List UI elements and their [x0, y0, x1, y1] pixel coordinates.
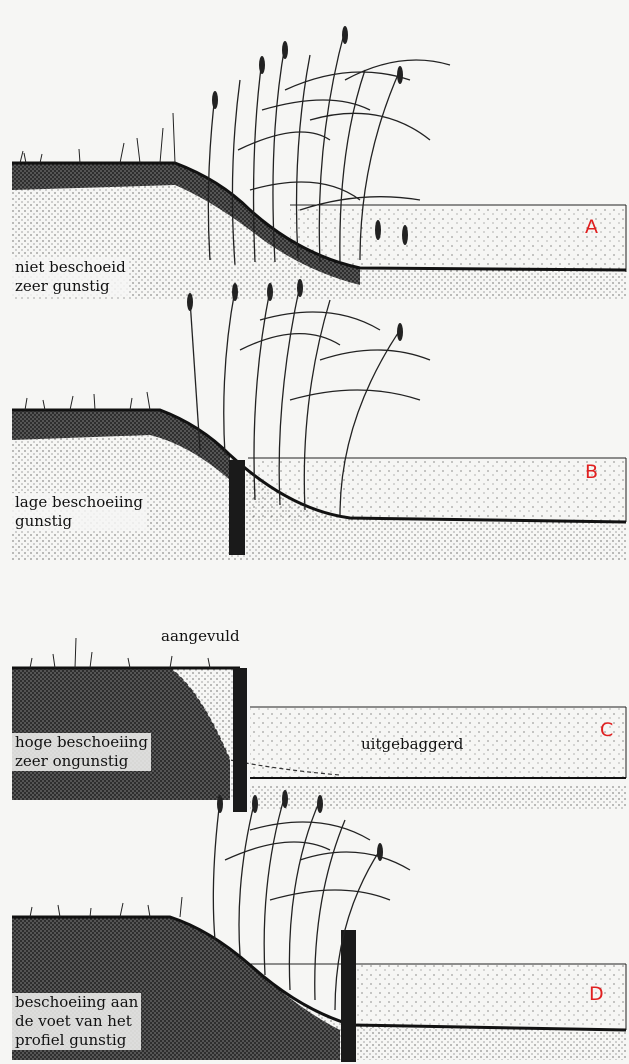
panel-c [12, 638, 626, 812]
annotation-aangevuld: aangevuld [158, 627, 243, 646]
panel-letter-a: A [585, 216, 598, 238]
annotation-uitgebaggerd: uitgebaggerd [358, 735, 466, 754]
caption-d: beschoeiing aan de voet van het profiel … [12, 993, 141, 1050]
panel-letter-d: D [589, 983, 604, 1005]
caption-b: lage beschoeiing gunstig [12, 493, 146, 531]
caption-c: hoge beschoeiing zeer ongunstig [12, 733, 151, 771]
caption-a: niet beschoeid zeer gunstig [12, 258, 129, 296]
panel-letter-b: B [585, 461, 598, 483]
panel-letter-c: C [600, 719, 613, 741]
